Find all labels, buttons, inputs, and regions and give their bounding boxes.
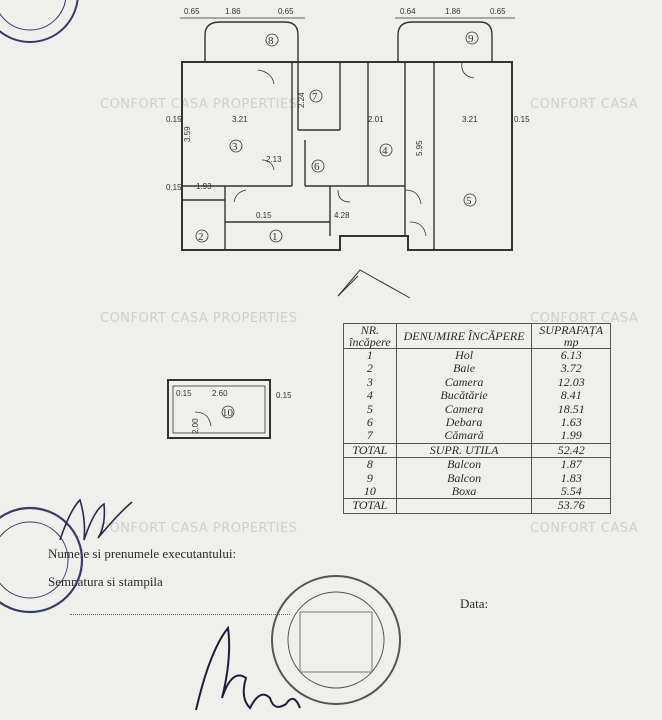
room-number: 1 [272,231,278,243]
room-number: 10 [222,407,234,419]
room-number: 9 [468,33,474,45]
watermark: CONFORT CASA [530,97,639,112]
dimension-label: 5.95 [415,140,424,156]
room-number: 8 [268,35,274,47]
dimension-label: 4.28 [334,211,350,220]
dimension-label: 0.65 [490,7,506,16]
dimension-label: 3.21 [462,115,478,124]
signature-line [70,614,290,615]
room-number: 6 [314,161,320,173]
dimension-label: 2.00 [191,418,200,434]
dimension-label: 1.86 [225,7,241,16]
dimension-label: 0.15 [276,391,292,400]
dimension-label: 2.60 [212,389,228,398]
area-table: NR. încăpere DENUMIRE ÎNCĂPERE SUPRAFAȚA… [343,323,611,514]
watermark: CONFORT CASA PROPERTIES [100,311,298,326]
dimension-label: 0.15 [514,115,530,124]
watermark: CONFORT CASA PROPERTIES [100,97,298,112]
table-header: NR. încăpere DENUMIRE ÎNCĂPERE SUPRAFAȚA… [343,323,611,349]
watermark: CONFORT CASA [530,521,639,536]
room-number: 2 [198,231,204,243]
signature-top [59,498,133,541]
dimension-label: 2.13 [266,155,282,164]
room-number: 5 [466,195,472,207]
dimension-label: 0.64 [400,7,416,16]
dimension-label: 3.59 [183,126,192,142]
room-number: 3 [232,141,238,153]
header-nr: NR. încăpere [343,323,397,349]
dimension-label: 1.86 [445,7,461,16]
notary-stamp-left [0,506,84,614]
watermark: CONFORT CASA PROPERTIES [100,521,298,536]
dimension-label: 0.65 [184,7,200,16]
header-name: DENUMIRE ÎNCĂPERE [395,323,533,349]
header-area: SUPRAFAȚA mp [531,323,611,349]
executor-name-label: Numele si prenumele executantului: [48,546,237,561]
dimension-label: 0.15 [166,115,182,124]
room-number: 4 [382,145,388,157]
dimension-label: 0.15 [256,211,272,220]
dimension-label: 0.15 [166,183,182,192]
date-label: Data: [460,596,489,611]
dimension-label: 1.93 [196,182,212,191]
room-number: 7 [312,91,318,103]
notary-stamp-top [0,0,79,43]
dimension-label: 3.21 [232,115,248,124]
watermark: CONFORT CASA [530,311,639,326]
cadastre-stamp [271,575,401,705]
signature-bottom [195,625,301,711]
dimension-label: 0.65 [278,7,294,16]
dimension-label: 0.15 [176,389,192,398]
dimension-label: 2.24 [297,92,306,108]
dimension-label: 2.01 [368,115,384,124]
